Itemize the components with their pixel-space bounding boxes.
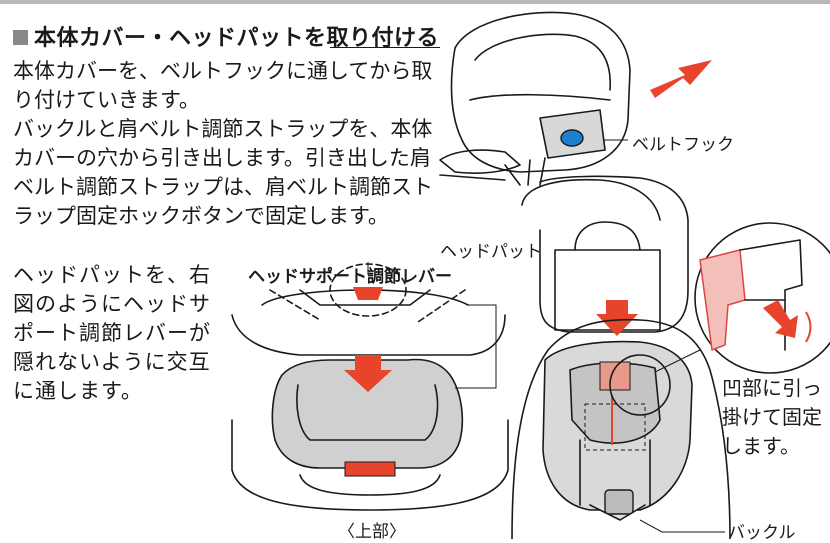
buckle-label: バックル bbox=[728, 523, 796, 543]
top-view-label: 〈上部〉 bbox=[338, 522, 406, 542]
head-pad-figure bbox=[521, 175, 689, 333]
hook-detail-figure bbox=[654, 222, 830, 374]
heading-underline bbox=[330, 47, 440, 48]
instruction-text: 本体カバーを、ベルトフックに通してから取り付けていきます。 バックルと肩ベルト調… bbox=[13, 57, 433, 231]
head-support-figure bbox=[231, 262, 509, 511]
seat-shell-figure bbox=[439, 11, 712, 186]
belt-hook-label: ベルトフック bbox=[632, 135, 734, 155]
section-heading: 本体カバー・ヘッドパットを取り付ける bbox=[13, 20, 439, 52]
head-pad-instruction: ヘッドパットを、右図のようにヘッドサポート調節レバーが隠れないように交互に通しま… bbox=[13, 263, 211, 403]
hook-instruction-label: 凹部に引っ掛けて固定します。 bbox=[722, 376, 822, 458]
child-seat-figure bbox=[511, 318, 731, 539]
heading-square-icon bbox=[13, 30, 28, 45]
paragraph-1: 本体カバーを、ベルトフックに通してから取り付けていきます。 bbox=[13, 59, 433, 112]
top-divider bbox=[0, 0, 830, 4]
head-support-lever-label: ヘッドサポート調節レバー bbox=[248, 267, 452, 287]
paragraph-2: バックルと肩ベルト調節ストラップを、本体カバーの穴から引き出します。引き出した肩… bbox=[13, 117, 433, 228]
head-pad-label: ヘッドパット bbox=[440, 242, 542, 262]
heading-text: 本体カバー・ヘッドパットを取り付ける bbox=[34, 26, 440, 51]
